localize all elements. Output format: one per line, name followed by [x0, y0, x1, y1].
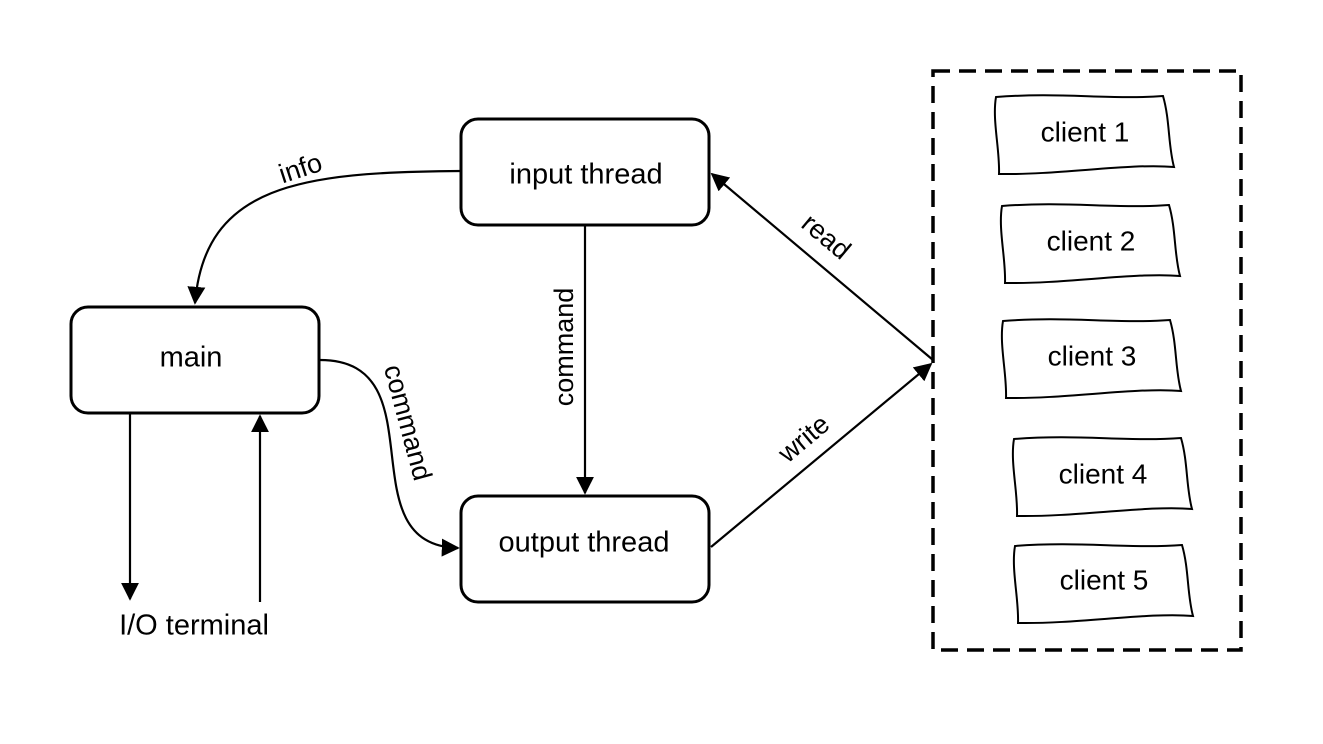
- input-thread-label: input thread: [509, 159, 662, 191]
- client-1-label: client 1: [1041, 116, 1130, 147]
- client-1: client 1: [993, 94, 1176, 176]
- input-thread-node: input thread: [459, 117, 711, 227]
- client-3: client 3: [1000, 318, 1183, 400]
- client-4: client 4: [1011, 436, 1194, 518]
- client-2: client 2: [999, 203, 1182, 285]
- client-2-label: client 2: [1047, 225, 1136, 256]
- io-terminal-label: I/O terminal: [119, 610, 269, 642]
- clients-container: [931, 69, 1243, 652]
- write-arrow: [710, 362, 933, 548]
- read-arrow: [710, 172, 934, 361]
- read-edge-label: read: [796, 208, 857, 266]
- info-arrow: [187, 169, 462, 305]
- command-vertical-edge-label: command: [549, 288, 579, 407]
- command-curve-arrow: [319, 358, 460, 557]
- info-edge-label: info: [275, 147, 326, 189]
- client-5-label: client 5: [1060, 564, 1149, 595]
- output-thread-node: output thread: [459, 494, 711, 604]
- output-thread-label: output thread: [499, 527, 670, 559]
- client-4-label: client 4: [1059, 458, 1148, 489]
- client-5: client 5: [1012, 543, 1195, 625]
- write-edge-label: write: [772, 409, 836, 469]
- main-label: main: [160, 342, 223, 374]
- client-3-label: client 3: [1048, 340, 1137, 371]
- main-node: main: [69, 305, 321, 415]
